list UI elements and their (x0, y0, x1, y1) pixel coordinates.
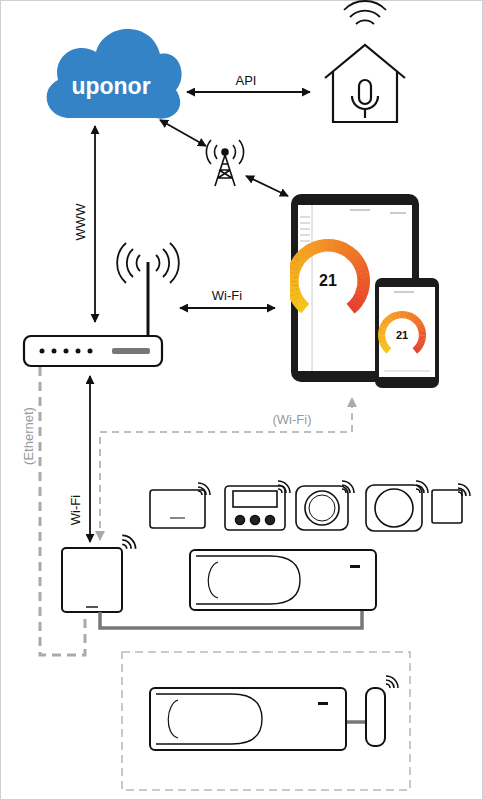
temperature-value: 21 (319, 273, 337, 289)
www-label: WWW (74, 204, 87, 241)
api-label: API (236, 74, 257, 87)
optional-region (122, 652, 410, 790)
slave-controller (150, 676, 398, 750)
communication-module (62, 535, 136, 612)
wifi-label: Wi-Fi (212, 289, 242, 302)
router (24, 243, 179, 366)
cloud-shape (38, 14, 184, 122)
controller (190, 550, 376, 610)
phone-node: 21 (374, 277, 440, 389)
wifi-arrow (180, 307, 275, 309)
optional-wifi-dashed-line (100, 398, 352, 540)
temperature-value: 21 (396, 330, 408, 341)
bus-wire (100, 610, 362, 628)
logo-text: uponor (71, 75, 150, 98)
api-arrow (187, 91, 310, 93)
ethernet-label: (Ethernet) (22, 407, 35, 465)
cloud-tower-arrow (160, 120, 206, 146)
wifi-label: Wi-Fi (69, 495, 82, 525)
thermostats (150, 481, 470, 531)
tower-tablet-arrow (246, 176, 288, 196)
smart-home-icon (325, 1, 405, 122)
cloud-node: uponor (38, 14, 184, 122)
www-arrow (94, 126, 96, 322)
gateway-wifi-arrow (89, 376, 91, 542)
cell-tower (206, 140, 243, 186)
optional-wifi-label: (Wi-Fi) (273, 413, 312, 426)
